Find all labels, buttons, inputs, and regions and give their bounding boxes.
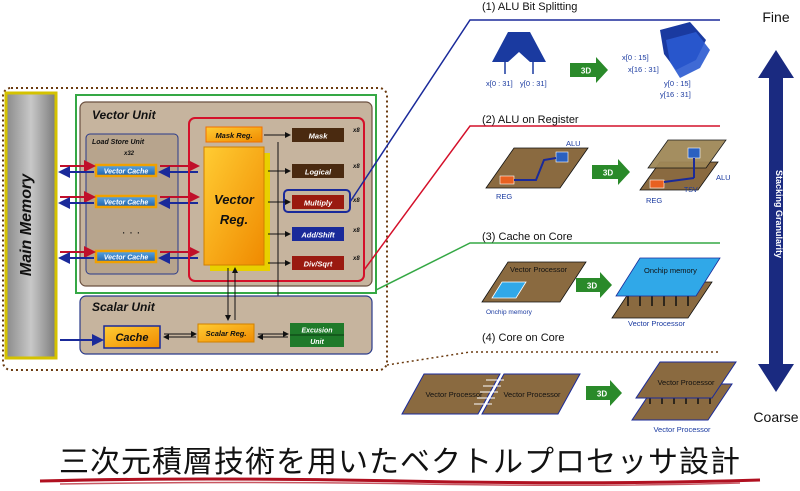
arrow-3d-4: 3D <box>586 380 622 406</box>
svg-text:y[0 : 15]: y[0 : 15] <box>664 79 691 88</box>
scalar-reg-label: Scalar Reg. <box>206 329 247 338</box>
svg-text:Vector Processor: Vector Processor <box>503 390 561 399</box>
svg-text:3D: 3D <box>587 282 597 291</box>
svg-text:3D: 3D <box>597 390 607 399</box>
svg-text:Vector Processor: Vector Processor <box>653 425 711 434</box>
svg-text:Onchip memory: Onchip memory <box>644 266 697 275</box>
execution-label-1: Excusion <box>301 328 332 335</box>
mask-reg-label: Mask Reg. <box>215 131 252 140</box>
svg-text:ALU: ALU <box>566 139 581 148</box>
main-memory-label: Main Memory <box>18 173 35 276</box>
core-core-stacked: Vector Processor Vector Processor <box>631 361 737 434</box>
vector-unit-label: Vector Unit <box>92 108 157 122</box>
alu-frame <box>188 117 365 282</box>
svg-text:x[0 : 15]: x[0 : 15] <box>622 53 649 62</box>
svg-text:x8: x8 <box>352 164 360 170</box>
alu-register-stacked: ALU REG TSV <box>639 139 731 205</box>
fine-label: Fine <box>762 9 789 25</box>
svg-text:Div/Sqrt: Div/Sqrt <box>304 260 333 269</box>
vector-cache-label: Vector Cache <box>104 255 149 262</box>
scalar-reg-block: Scalar Reg. <box>197 323 255 343</box>
svg-text:Mask: Mask <box>309 132 329 141</box>
svg-text:TSV: TSV <box>684 187 698 194</box>
granularity-arrow: Stacking Granularity <box>758 50 794 392</box>
cache-label: Cache <box>115 332 148 344</box>
coarse-label: Coarse <box>753 409 798 425</box>
alu-register-flat: ALU REG <box>485 139 589 201</box>
svg-text:Logical: Logical <box>305 168 332 177</box>
alu-logical: Logical x8 <box>292 164 360 178</box>
alu-add-shift: Add/Shift x8 <box>292 227 360 241</box>
connector-lines <box>349 19 720 366</box>
arrow-3d-3: 3D <box>576 272 612 298</box>
vector-reg-label-1: Vector <box>214 192 255 207</box>
vector-cache-2: Vector Cache <box>94 194 158 209</box>
vector-reg-label-2: Reg. <box>220 212 248 227</box>
vector-cache-label: Vector Cache <box>104 169 149 176</box>
svg-text:Vector Processor: Vector Processor <box>628 319 686 328</box>
svg-text:x8: x8 <box>352 128 360 134</box>
main-memory-block: Main Memory <box>4 91 58 360</box>
mask-reg-block: Mask Reg. <box>205 126 263 143</box>
cache-core-flat: Vector Processor Onchip memory <box>481 261 587 316</box>
granularity-label: Stacking Granularity <box>774 170 784 258</box>
svg-text:Vector Processor: Vector Processor <box>425 390 483 399</box>
svg-text:Onchip memory: Onchip memory <box>486 309 533 316</box>
scalar-links <box>60 267 289 346</box>
execution-unit-block: Excusion Unit <box>290 323 344 347</box>
scalar-unit-label: Scalar Unit <box>92 300 156 314</box>
section-2-title: (2) ALU on Register <box>482 114 579 126</box>
alu-div-sqrt: Div/Sqrt x8 <box>292 256 360 270</box>
cache-core-stacked: Onchip memory Vector Processor <box>611 257 721 328</box>
section-3-title: (3) Cache on Core <box>482 231 573 243</box>
vector-reg-block: Vector Reg. <box>203 146 270 271</box>
svg-text:Add/Shift: Add/Shift <box>300 231 335 240</box>
x32-label: x32 <box>123 151 135 157</box>
execution-label-2: Unit <box>310 339 324 346</box>
svg-text:ALU: ALU <box>716 173 731 182</box>
architecture-diagram: Main Memory Vector Unit Load Store Unit … <box>2 1 799 434</box>
load-store-unit-label: Load Store Unit <box>92 139 145 146</box>
svg-text:x[16 : 31]: x[16 : 31] <box>628 65 659 74</box>
svg-text:x8: x8 <box>352 256 360 262</box>
alu-mask: Mask x8 <box>292 128 360 142</box>
vector-cache-1: Vector Cache <box>94 163 158 178</box>
vector-cache-3: Vector Cache <box>94 249 158 264</box>
svg-text:REG: REG <box>646 196 662 205</box>
svg-text:x8: x8 <box>352 198 360 204</box>
arrow-3d-2: 3D <box>592 159 630 185</box>
section-4-title: (4) Core on Core <box>482 332 565 344</box>
core-core-flat: Vector Processor Vector Processor <box>401 373 581 415</box>
svg-text:y[0 : 31]: y[0 : 31] <box>520 79 547 88</box>
svg-text:3D: 3D <box>603 169 613 178</box>
section-1-title: (1) ALU Bit Splitting <box>482 1 577 13</box>
arrow-3d-1: 3D <box>570 57 608 83</box>
page-caption: 三次元積層技術を用いたベクトルプロセッサ設計 <box>59 445 741 480</box>
svg-text:y[16 : 31]: y[16 : 31] <box>660 90 691 99</box>
vector-unit-green-frame <box>75 94 377 294</box>
svg-text:x[0 : 31]: x[0 : 31] <box>486 79 513 88</box>
caption-underline <box>39 477 761 487</box>
ellipsis: · · · <box>122 225 141 239</box>
svg-text:Vector Processor: Vector Processor <box>510 265 568 274</box>
scalar-cache-block: Cache <box>103 325 161 349</box>
svg-text:3D: 3D <box>581 67 591 76</box>
alu-32bit-shape: x[0 : 31] y[0 : 31] <box>486 32 547 88</box>
memory-cache-links <box>58 160 200 264</box>
svg-text:Multiply: Multiply <box>304 199 333 208</box>
vector-cache-label: Vector Cache <box>104 200 149 207</box>
alu-split-shape: x[0 : 15] x[16 : 31] y[0 : 15] y[16 : 31… <box>622 22 710 99</box>
svg-text:x8: x8 <box>352 228 360 234</box>
svg-text:REG: REG <box>496 192 512 201</box>
svg-text:Vector Processor: Vector Processor <box>657 378 715 387</box>
